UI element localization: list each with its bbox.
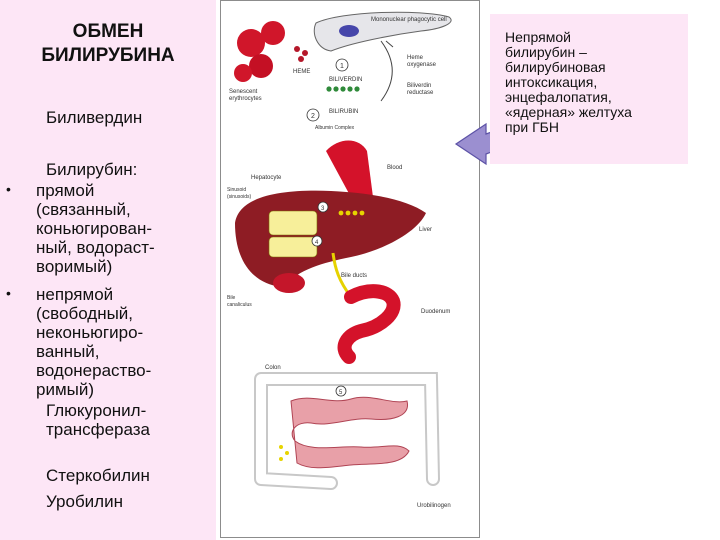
enzyme-line-1: Глюкуронил-	[46, 401, 150, 420]
bullet-line: воримый)	[36, 257, 155, 276]
sinusoid-label-2: (sinusoids)	[227, 194, 252, 200]
colon-lumen	[261, 379, 433, 483]
title-line-2: БИЛИРУБИНА	[10, 44, 206, 68]
colon-label: Colon	[265, 365, 281, 371]
bilirubin-molecule	[353, 211, 358, 216]
bullet-direct-bilirubin: • прямой (связанный, коньюгирован- ный, …	[36, 181, 155, 276]
note-line: Непрямой	[505, 30, 685, 45]
sinusoid-label-1: Sinusoid	[227, 187, 246, 193]
biliverdin-molecule	[326, 86, 331, 91]
process-arrow	[381, 41, 392, 101]
note-line: «ядерная» желтуха	[505, 105, 685, 120]
step-2-number: 2	[311, 113, 315, 120]
albumin-label: Albumin Complex	[315, 125, 355, 131]
bullet-line: водонераство-	[36, 361, 151, 380]
phagocyte-nucleus	[339, 25, 359, 37]
senescent-label: Senescent	[229, 89, 258, 95]
erythrocyte	[249, 54, 273, 78]
bullet-line: прямой	[36, 181, 155, 200]
erythrocyte	[261, 21, 285, 45]
heme-label: HEME	[293, 69, 310, 75]
bile-ducts-label: Bile ducts	[341, 273, 367, 279]
liver	[235, 191, 426, 287]
stercobilin-label: Стеркобилин	[46, 463, 150, 489]
bullet-marker: •	[6, 180, 11, 199]
urobilinogen-label: Urobilinogen	[417, 503, 451, 509]
step-1-number: 1	[340, 63, 344, 70]
biliverdin-reductase-label-2: reductase	[407, 90, 434, 96]
biliverdin-reductase-label-1: Biliverdin	[407, 83, 431, 89]
erythrocyte	[237, 29, 265, 57]
erythrocytes-label: erythrocytes	[229, 96, 262, 102]
urobilin-label: Уробилин	[46, 489, 150, 515]
phagocyte-label: Mononuclear phagocytic cell	[371, 17, 447, 23]
urobilinogen-molecule	[279, 457, 283, 461]
note-line: билирубин –	[505, 45, 685, 60]
heme-molecule	[302, 50, 308, 56]
note-line: при ГБН	[505, 120, 685, 135]
colon	[261, 379, 433, 483]
bile-canaliculus-label-1: Bile	[227, 295, 236, 301]
bullet-line: коньюгирован-	[36, 219, 155, 238]
hepatocyte-cell	[269, 237, 317, 257]
hepatocyte-label: Hepatocyte	[251, 175, 282, 181]
bullet-line: неконьюгиро-	[36, 323, 151, 342]
bullet-line: ванный,	[36, 342, 151, 361]
small-intestine	[291, 397, 409, 467]
note-line: энцефалопатия,	[505, 90, 685, 105]
blood-label: Blood	[387, 165, 402, 171]
biliverdin-molecule	[347, 86, 352, 91]
bullet-line: римый)	[36, 380, 151, 399]
hepatocyte-cell	[269, 211, 317, 235]
duodenum	[345, 291, 394, 357]
biliverdin-label: BILIVERDIN	[329, 77, 362, 83]
slide-title: ОБМЕН БИЛИРУБИНА	[10, 20, 206, 68]
note-line: интоксикация,	[505, 75, 685, 90]
duodenum-label: Duodenum	[421, 309, 450, 315]
bullet-marker: •	[6, 284, 11, 303]
title-line-1: ОБМЕН	[10, 20, 206, 44]
bilirubin-molecule	[346, 211, 351, 216]
bullet-line: ный, водораст-	[36, 238, 155, 257]
heme-molecule	[294, 46, 300, 52]
heme-oxygenase-label-2: oxygenase	[407, 62, 437, 68]
enzyme-label: Глюкуронил- трансфераза	[46, 401, 150, 439]
gallbladder	[273, 273, 305, 293]
urobilinogen-molecule	[285, 451, 289, 455]
bilirubin-molecule	[339, 211, 344, 216]
bullet-line: непрямой	[36, 285, 151, 304]
heme-molecule	[298, 56, 304, 62]
urobilinogen-molecule	[279, 445, 283, 449]
bullet-line: (связанный,	[36, 200, 155, 219]
heme-oxygenase-label-1: Heme	[407, 55, 424, 61]
biliverdin-molecule	[333, 86, 338, 91]
erythrocyte	[234, 64, 252, 82]
process-arrow	[386, 41, 393, 47]
enzyme-line-2: трансфераза	[46, 420, 150, 439]
bullet-line: (свободный,	[36, 304, 151, 323]
note-line: билирубиновая	[505, 60, 685, 75]
bilirubin-molecule	[360, 211, 365, 216]
end-products: Стеркобилин Уробилин	[46, 463, 150, 515]
bilirubin-label: BILIRUBIN	[329, 109, 358, 115]
liver-label: Liver	[419, 227, 432, 233]
biliverdin-term: Биливердин	[46, 108, 142, 128]
note-text: Непрямой билирубин – билирубиновая инток…	[505, 30, 685, 135]
bullet-indirect-bilirubin: • непрямой (свободный, неконьюгиро- ванн…	[36, 285, 151, 399]
bilirubin-heading: Билирубин:	[46, 160, 137, 180]
bile-canaliculus-label-2: canaliculus	[227, 302, 252, 308]
biliverdin-molecule	[340, 86, 345, 91]
biliverdin-molecule	[354, 86, 359, 91]
